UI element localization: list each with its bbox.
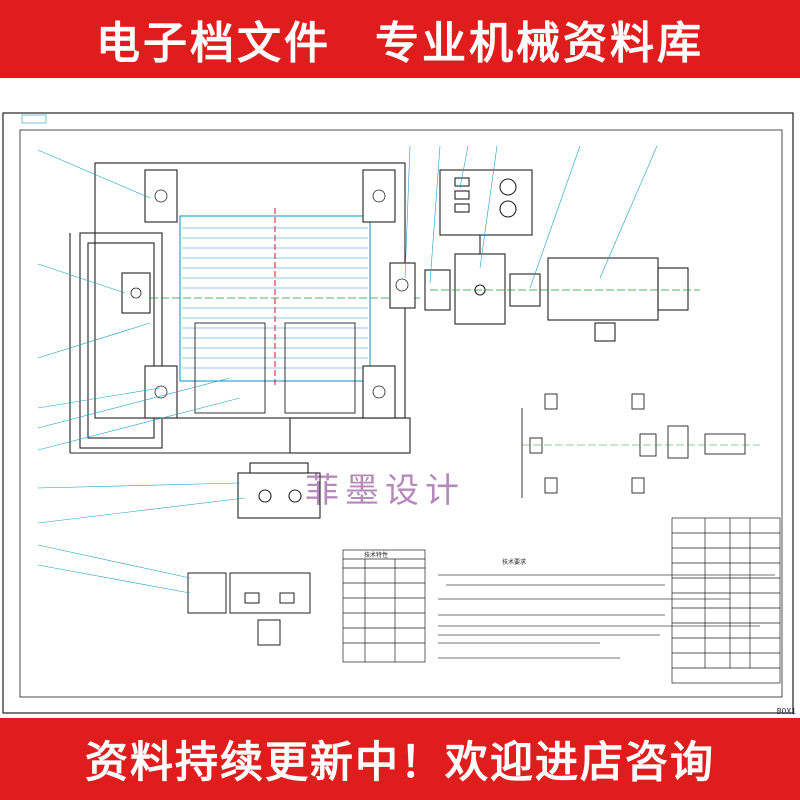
reducer-unit <box>237 462 321 519</box>
bearing-holes <box>130 189 409 399</box>
specs-table <box>342 549 426 663</box>
footer-text: 资料持续更新中！欢迎进店咨询 <box>85 738 715 788</box>
drum-grooves <box>182 227 368 369</box>
border-frame <box>2 112 794 714</box>
lower-frame-plates <box>194 322 356 414</box>
detail-views-left <box>187 572 311 646</box>
watermark-text: 菲墨设计 <box>305 471 465 511</box>
corner-code: BOX1 <box>776 707 796 716</box>
bottom-banner: 资料持续更新中！欢迎进店咨询 <box>0 718 800 800</box>
top-banner: 电子档文件 专业机械资料库 <box>0 0 800 78</box>
tech-requirements-title: 技术要求 <box>502 558 526 566</box>
drawing-sheet: 技术特性 技术要求 菲墨设计 BOX1 <box>0 78 800 718</box>
foundation-plan-view <box>521 393 760 498</box>
drive-train <box>424 253 700 342</box>
engineering-drawing: 技术特性 技术要求 <box>2 112 794 714</box>
specs-table-title: 技术特性 <box>364 551 388 559</box>
header-left-text: 电子档文件 <box>96 18 331 69</box>
control-cabinet <box>439 169 533 254</box>
inner-frame <box>19 129 783 698</box>
leader-lines <box>37 145 658 594</box>
parts-list-table <box>671 517 781 684</box>
header-right-text: 专业机械资料库 <box>375 18 704 69</box>
bearing-blocks <box>121 169 416 419</box>
corner-label-box <box>21 114 47 124</box>
tech-requirements-lines <box>438 574 775 659</box>
